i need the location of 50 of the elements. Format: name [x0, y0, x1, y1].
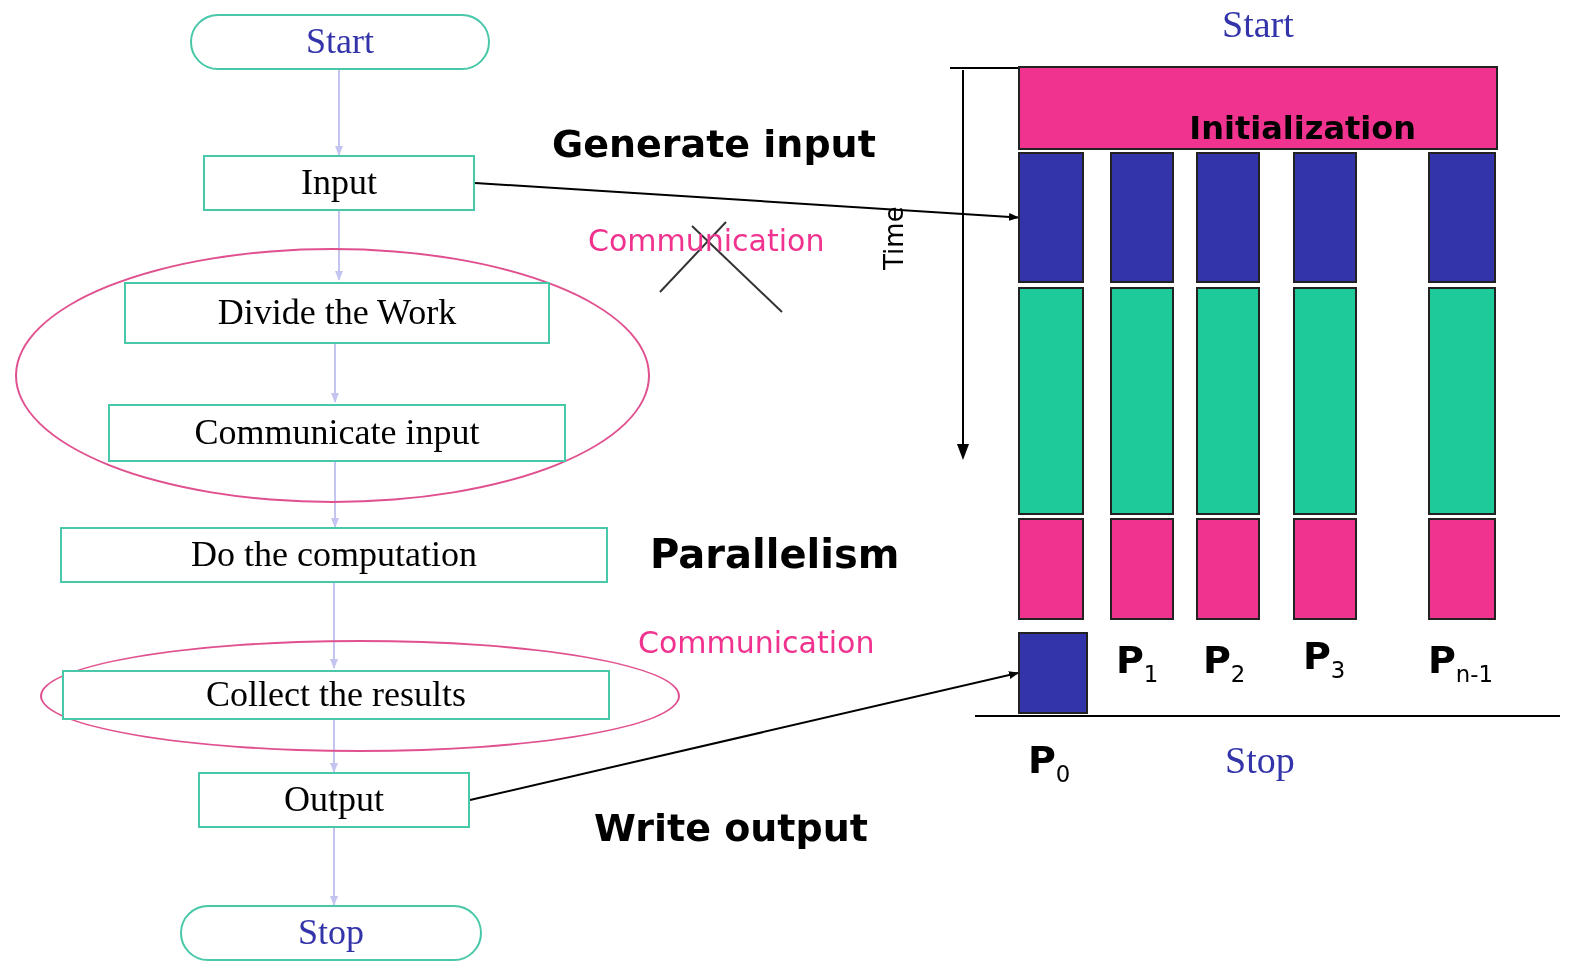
- text-label: P$_{1}$: [1116, 640, 1159, 687]
- node-text: Stop: [298, 913, 364, 953]
- process-block: [1018, 152, 1084, 283]
- text-label: P$_{3}$: [1303, 636, 1346, 683]
- node-text: Communicate input: [194, 413, 480, 453]
- text-label: P$_{n-1}$: [1428, 640, 1494, 687]
- arrow: [335, 210, 343, 281]
- text-label: Parallelism: [650, 532, 900, 576]
- text-label: Communication: [638, 626, 875, 659]
- text-label: Stop: [1225, 740, 1295, 782]
- text-label: P$_{0}$: [1028, 740, 1071, 787]
- terminal-box: [180, 905, 482, 961]
- node-text: Divide the Work: [217, 293, 457, 333]
- arrow: [330, 827, 338, 906]
- process-block: [1196, 287, 1260, 515]
- initialization-bar: [1018, 66, 1498, 150]
- arrow: [335, 69, 343, 156]
- process-block: [1196, 152, 1260, 283]
- text-label: Start: [1222, 4, 1294, 46]
- process-box: [124, 282, 550, 344]
- process-block: [1110, 518, 1174, 620]
- process-block: [1428, 287, 1496, 515]
- arrow: [469, 671, 1019, 801]
- process-block: [1110, 152, 1174, 283]
- node-text: Initialization: [1189, 110, 1416, 146]
- process-block: [1018, 287, 1084, 515]
- process-block: [1293, 518, 1357, 620]
- arrow: [474, 182, 1019, 221]
- process-box: [108, 404, 566, 462]
- node-text: Collect the results: [206, 675, 466, 715]
- process-block: [1293, 287, 1357, 515]
- process-box: [203, 155, 475, 211]
- node-text: Do the computation: [191, 535, 477, 575]
- process-box: [60, 527, 608, 583]
- text-label: P$_{2}$: [1203, 640, 1246, 687]
- process-block: [1196, 518, 1260, 620]
- node-text: Start: [306, 22, 374, 62]
- process-block: [1018, 518, 1084, 620]
- process-box: [198, 772, 470, 828]
- node-text: Input: [301, 163, 377, 203]
- process-block: [1110, 287, 1174, 515]
- arrow: [330, 582, 338, 669]
- text-label: Time: [880, 206, 909, 270]
- process-block: [1428, 152, 1496, 283]
- terminal-box: [190, 14, 490, 70]
- process-block: [1428, 518, 1496, 620]
- process-block: [1018, 632, 1088, 714]
- node-text: Output: [284, 780, 384, 820]
- process-block: [1293, 152, 1357, 283]
- process-box: [62, 670, 610, 720]
